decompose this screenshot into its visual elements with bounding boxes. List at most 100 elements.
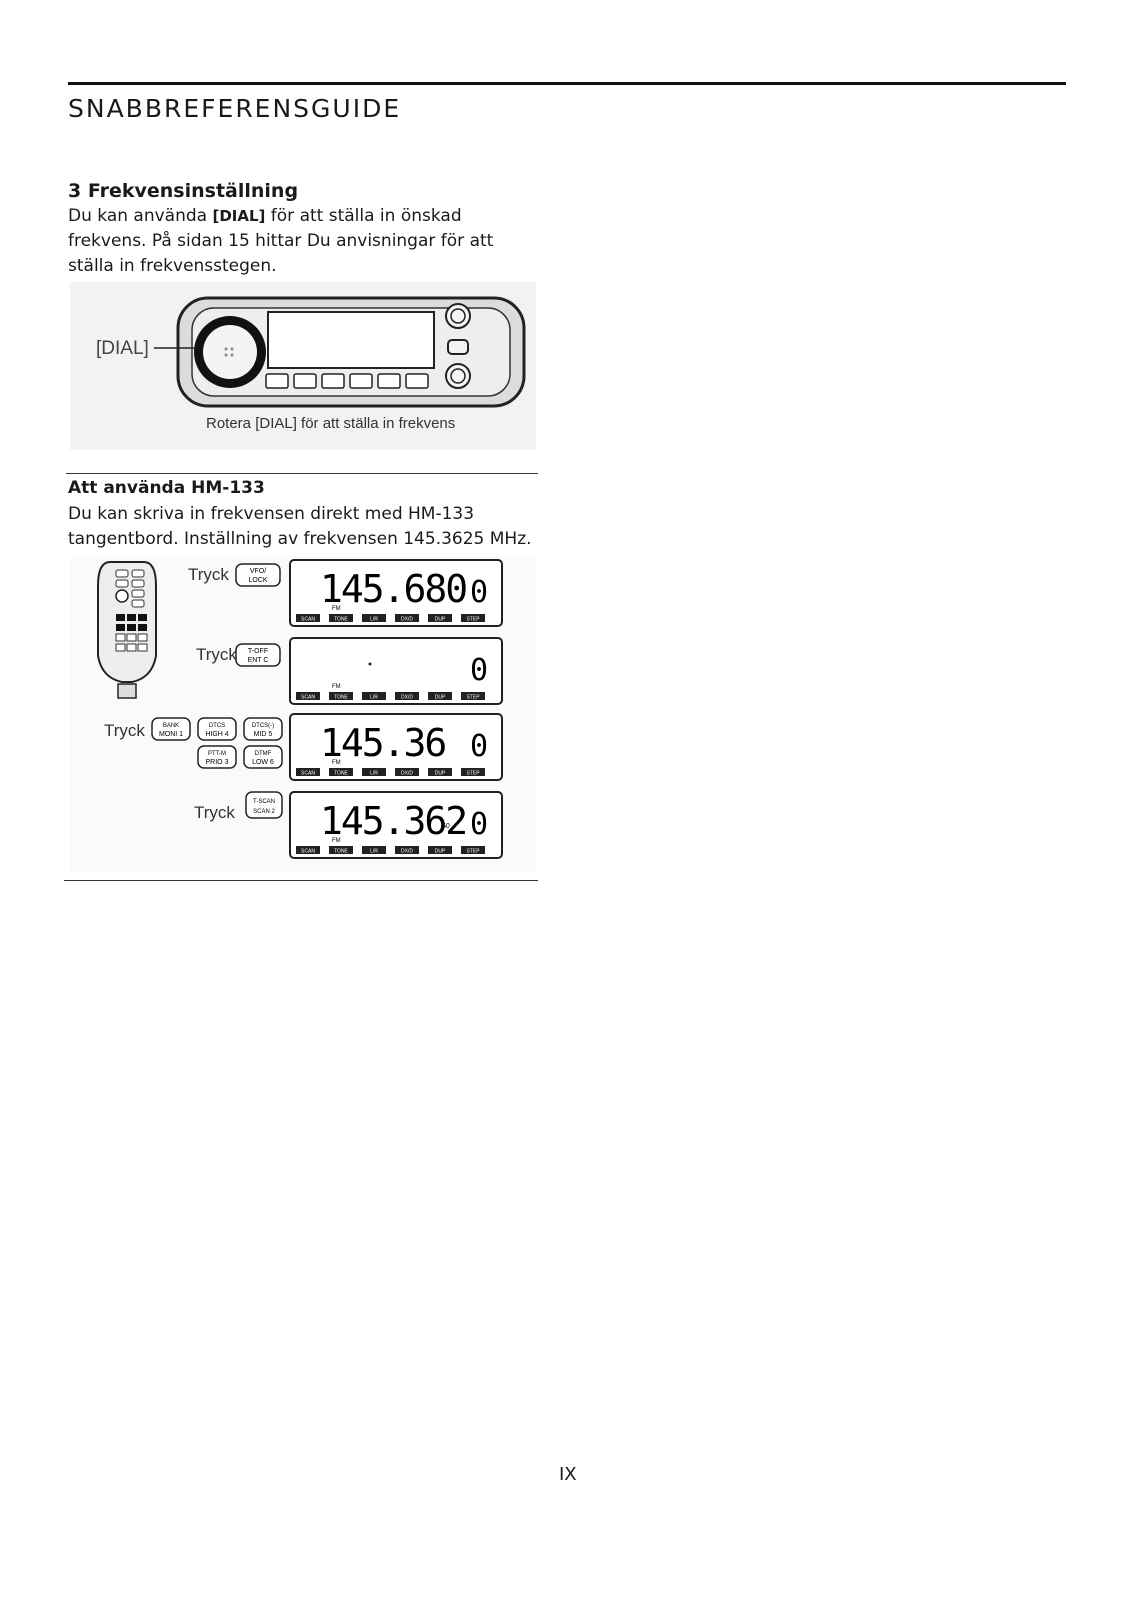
dtcs-high-key: DTCS HIGH 4 <box>197 717 237 741</box>
softkey-chip <box>461 692 485 700</box>
lcd-display-4: 145.362 50 0 FM <box>289 791 503 859</box>
svg-text:145.362: 145.362 <box>320 799 466 843</box>
subsection-text: Du kan skriva in frekvensen direkt med H… <box>68 504 532 549</box>
t-off-ent-key: T-OFF ENT C <box>235 643 281 667</box>
softkey-label: SCAN <box>301 849 315 855</box>
svg-text:PTT-M: PTT-M <box>208 751 226 757</box>
press-label: Tryck <box>104 721 145 740</box>
softkey-chip <box>329 692 353 700</box>
softkey-label: STEP <box>466 849 480 855</box>
softkey-chip <box>362 768 386 776</box>
softkey-label: TONE <box>334 695 348 701</box>
softkey-label: SCAN <box>301 617 315 623</box>
svg-text:HIGH 4: HIGH 4 <box>205 731 228 738</box>
svg-text:ENT C: ENT C <box>248 657 269 664</box>
softkey-chip <box>461 614 485 622</box>
svg-text:FM: FM <box>332 606 341 612</box>
svg-text:145.680: 145.680 <box>320 567 466 611</box>
svg-text:T-OFF: T-OFF <box>248 648 268 655</box>
keypad-figure: Tryck VFO/ LOCK Tryck T-OFF ENT C Tryck … <box>70 556 536 871</box>
radio-front-panel-illustration: [DIAL] Rotera [DIAL] för att ställa in f… <box>96 296 526 432</box>
ptt-m-prio-key: PTT-M PRIO 3 <box>197 745 237 769</box>
softkey-label: TONE <box>334 771 348 777</box>
softkey-label: L/R <box>370 849 378 855</box>
svg-text:DTMF: DTMF <box>255 751 272 757</box>
softkey-label: TONE <box>334 617 348 623</box>
softkey-label: STEP <box>466 617 480 623</box>
dial-figure-caption: Rotera [DIAL] för att ställa in frekvens <box>206 415 455 432</box>
section-divider <box>66 473 538 474</box>
lcd-display-2: 0 FM <box>289 637 503 705</box>
softkey-chip <box>395 768 419 776</box>
softkey-chip <box>461 846 485 854</box>
softkey-chip <box>296 846 320 854</box>
softkey-chip <box>362 692 386 700</box>
softkey-label: DUP <box>435 849 446 855</box>
softkey-label: DX/D <box>401 617 413 623</box>
section-heading: 3 Frekvensinställning <box>68 180 299 202</box>
softkey-chip <box>329 614 353 622</box>
hm133-microphone-icon <box>97 561 157 699</box>
svg-text:0: 0 <box>470 575 488 610</box>
page-title: SNABBREFERENSGUIDE <box>68 94 402 123</box>
softkey-label: DUP <box>435 617 446 623</box>
vfo-lock-key: VFO/ LOCK <box>235 563 281 587</box>
dial-callout-label: [DIAL] <box>96 338 149 359</box>
svg-text:DTCS(-): DTCS(-) <box>252 723 274 729</box>
softkey-chip <box>428 768 452 776</box>
softkey-label: L/R <box>370 617 378 623</box>
softkey-chip <box>296 768 320 776</box>
press-label: Tryck <box>188 565 229 584</box>
svg-text:MONI 1: MONI 1 <box>159 731 183 738</box>
figure-bottom-rule <box>64 880 538 881</box>
dtmf-low-key: DTMF LOW 6 <box>243 745 283 769</box>
svg-text:DTCS: DTCS <box>209 723 225 729</box>
softkey-label: SCAN <box>301 771 315 777</box>
bank-moni-key: BANK MONI 1 <box>151 717 191 741</box>
svg-text:0: 0 <box>470 653 488 688</box>
softkey-chip <box>296 692 320 700</box>
svg-text:VFO/: VFO/ <box>250 568 266 575</box>
svg-text:PRIO 3: PRIO 3 <box>206 759 229 766</box>
svg-text:MID 5: MID 5 <box>254 731 273 738</box>
softkey-chip <box>428 692 452 700</box>
softkey-label: DUP <box>435 771 446 777</box>
softkey-label: DX/D <box>401 849 413 855</box>
softkey-chip <box>296 614 320 622</box>
svg-text:LOW 6: LOW 6 <box>252 759 274 766</box>
dial-key-label: [DIAL] <box>212 207 266 225</box>
softkey-chip <box>329 768 353 776</box>
keypad-sequence-illustration: Tryck VFO/ LOCK Tryck T-OFF ENT C Tryck … <box>97 559 503 859</box>
softkey-label: L/R <box>370 695 378 701</box>
t-scan-key: T-SCAN SCAN 2 <box>245 791 283 819</box>
svg-text:FM: FM <box>332 838 341 844</box>
softkey-chip <box>395 846 419 854</box>
svg-text:145.36: 145.36 <box>320 721 445 765</box>
subsection-heading: Att använda HM-133 <box>68 478 265 498</box>
softkey-label: STEP <box>466 695 480 701</box>
softkey-chip <box>395 692 419 700</box>
softkey-chip <box>362 614 386 622</box>
softkey-chip <box>428 846 452 854</box>
softkey-label: STEP <box>466 771 480 777</box>
softkey-label: SCAN <box>301 695 315 701</box>
lcd-display-1: 145.680 0 FM <box>289 559 503 627</box>
softkey-chip <box>362 846 386 854</box>
svg-text:0: 0 <box>470 807 488 842</box>
svg-text:LOCK: LOCK <box>248 577 267 584</box>
dtcs-mid-key: DTCS(-) MID 5 <box>243 717 283 741</box>
svg-text:T-SCAN: T-SCAN <box>253 799 275 805</box>
svg-text:FM: FM <box>332 684 341 690</box>
softkey-label: L/R <box>370 771 378 777</box>
page-number: IX <box>559 1464 577 1485</box>
header-rule <box>68 82 1066 85</box>
lcd-display-3: 145.36 0 FM <box>289 713 503 781</box>
svg-text:FM: FM <box>332 760 341 766</box>
svg-text:50: 50 <box>442 823 450 830</box>
softkey-label: DX/D <box>401 771 413 777</box>
svg-text:0: 0 <box>470 729 488 764</box>
press-label: Tryck <box>196 645 237 664</box>
softkey-chip <box>428 614 452 622</box>
svg-text:SCAN 2: SCAN 2 <box>253 809 275 815</box>
softkey-chip <box>329 846 353 854</box>
